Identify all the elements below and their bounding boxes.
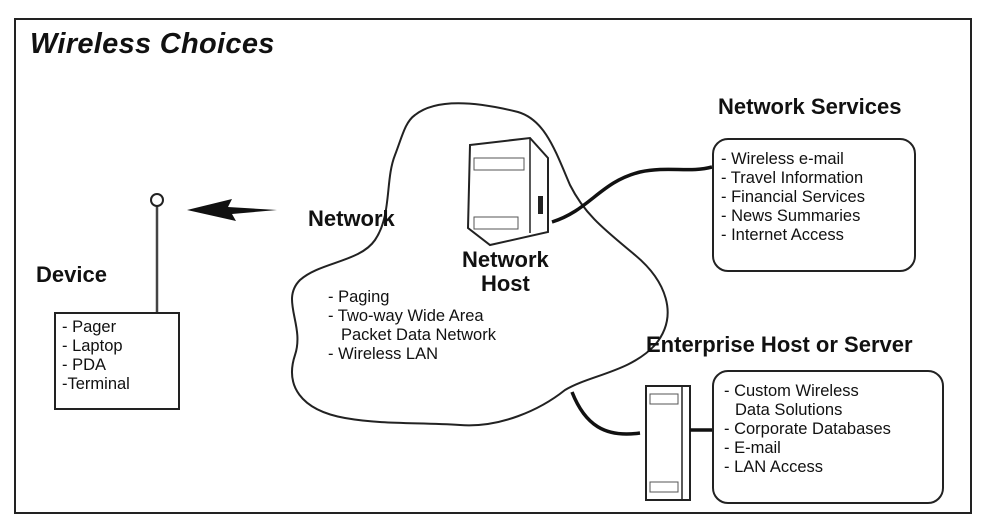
list-item: - E-mail xyxy=(724,439,781,457)
list-item: - Wireless LAN xyxy=(328,345,439,363)
list-item: - Two-way Wide Area xyxy=(328,307,484,325)
network-list: - Paging - Two-way Wide Area Packet Data… xyxy=(328,288,496,364)
device-box: - Pager - Laptop - PDA -Terminal xyxy=(54,312,180,410)
list-item: - Wireless e-mail xyxy=(721,150,844,168)
diagram-title: Wireless Choices xyxy=(30,28,275,60)
list-item: Packet Data Network xyxy=(341,326,496,344)
network-host-label: Network Host xyxy=(462,247,549,296)
list-item: - Laptop xyxy=(62,337,123,355)
list-item: - Pager xyxy=(62,318,117,336)
device-list: - Pager - Laptop - PDA -Terminal xyxy=(62,318,178,394)
enterprise-box: - Custom Wireless Data Solutions - Corpo… xyxy=(712,370,944,504)
list-item: - Paging xyxy=(328,288,390,306)
network-services-heading: Network Services xyxy=(718,94,902,119)
list-item: Data Solutions xyxy=(735,401,843,419)
list-item: -Terminal xyxy=(62,375,130,393)
network-cloud xyxy=(290,102,669,427)
list-item: - Custom Wireless xyxy=(724,382,859,400)
network-services-list: - Wireless e-mail - Travel Information -… xyxy=(721,150,914,245)
list-item: - LAN Access xyxy=(724,458,824,476)
diagram-frame xyxy=(14,18,972,514)
connector-network-services xyxy=(551,165,713,224)
enterprise-list: - Custom Wireless Data Solutions - Corpo… xyxy=(724,382,942,477)
enterprise-heading: Enterprise Host or Server xyxy=(646,332,913,357)
list-item: - PDA xyxy=(62,356,107,374)
device-heading: Device xyxy=(36,262,107,287)
wireless-signal-bolt xyxy=(187,199,277,221)
connector-enterprise-server xyxy=(570,391,641,436)
list-item: - News Summaries xyxy=(721,207,861,225)
list-item: - Corporate Databases xyxy=(724,420,891,438)
network-heading: Network xyxy=(308,206,395,231)
antenna-tip xyxy=(150,193,164,207)
network-services-box: - Wireless e-mail - Travel Information -… xyxy=(712,138,916,272)
list-item: - Travel Information xyxy=(721,169,864,187)
list-item: - Internet Access xyxy=(721,226,844,244)
list-item: - Financial Services xyxy=(721,188,865,206)
